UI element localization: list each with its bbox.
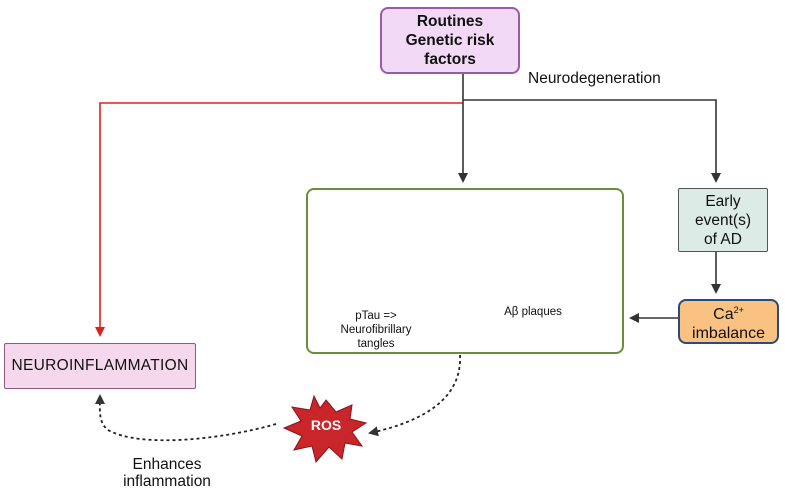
ca-line-1: Ca2+ xyxy=(713,301,744,324)
enhances-line-1: Enhances xyxy=(132,456,202,473)
enhances-line-2: inflammation xyxy=(123,473,211,490)
neuroinflammation-node: NEUROINFLAMMATION xyxy=(4,343,196,389)
ptau-line-3: tangles xyxy=(357,338,395,350)
early-line-2: event(s) xyxy=(695,211,751,229)
early-events-node: Early event(s) of AD xyxy=(678,188,768,252)
ca-charge: 2+ xyxy=(733,304,744,315)
ros-starburst xyxy=(282,394,368,464)
ptau-label: pTau => Neurofibrillary tangles xyxy=(316,309,436,351)
ptau-line-1: pTau => xyxy=(355,310,397,322)
pathology-container xyxy=(306,188,624,354)
neurodegeneration-label: Neurodegeneration xyxy=(528,70,661,87)
ptau-line-2: Neurofibrillary xyxy=(340,324,412,336)
arrow-to-early-events xyxy=(463,99,721,183)
top-line-2: Genetic risk xyxy=(405,32,495,49)
top-line-1: Routines xyxy=(416,13,484,30)
ca-imbalance-node: Ca2+ imbalance xyxy=(678,299,779,344)
ca-base: Ca xyxy=(713,305,734,323)
routines-genetic-risk-node: Routines Genetic risk factors xyxy=(380,7,520,74)
ca-line-2: imbalance xyxy=(692,324,765,342)
early-line-3: of AD xyxy=(704,230,742,248)
top-line-3: factors xyxy=(424,51,476,68)
dotted-arrow-to-ros xyxy=(368,354,461,437)
enhances-inflammation-label: Enhances inflammation xyxy=(112,456,222,490)
abeta-plaques-label: Aβ plaques xyxy=(504,306,562,318)
dotted-arrow-ros-to-neuroinflammation xyxy=(94,394,277,442)
arrow-to-neuroinflammation xyxy=(95,102,463,337)
early-line-1: Early xyxy=(705,192,741,210)
